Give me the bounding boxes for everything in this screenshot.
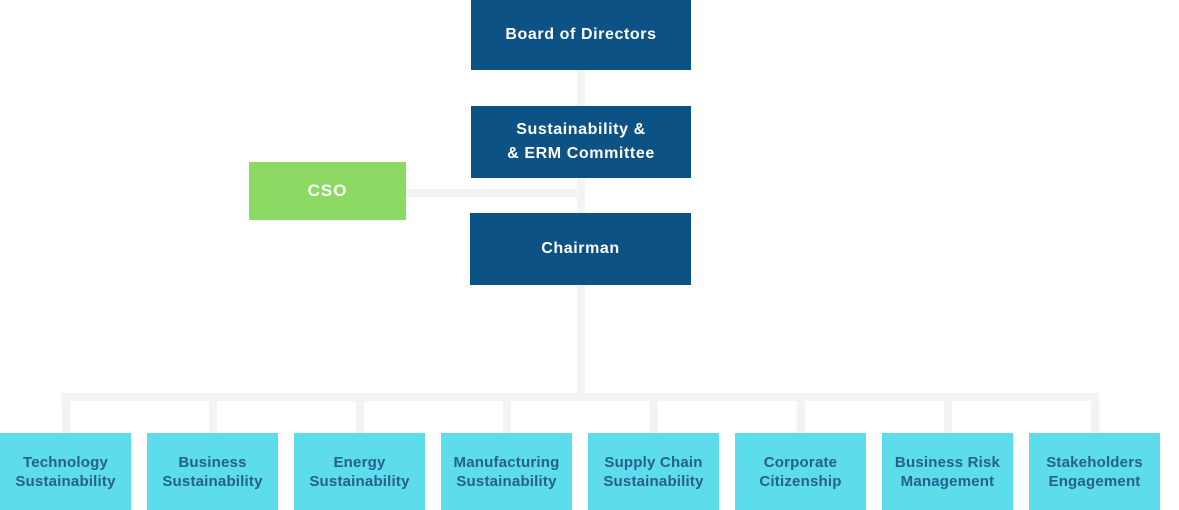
node-technology-sustainability: Technology Sustainability [0, 433, 131, 510]
connector-chairman-trunk [577, 285, 585, 393]
node-corporate-citizenship: Corporate Citizenship [735, 433, 866, 510]
connector-cso-trunk [406, 189, 581, 197]
node-business-risk-management: Business Risk Management [882, 433, 1013, 510]
node-cso: CSO [249, 162, 406, 220]
node-stakeholders-engagement: Stakeholders Engagement [1029, 433, 1160, 510]
connector-committee-chairman [577, 178, 585, 213]
connector-stub-technology-sustainability [62, 401, 70, 433]
node-manufacturing-sustainability: Manufacturing Sustainability [441, 433, 572, 510]
connector-board-committee [577, 70, 585, 106]
connector-stub-business-sustainability [209, 401, 217, 433]
node-supply-chain-sustainability: Supply Chain Sustainability [588, 433, 719, 510]
node-sustainability-erm-committee: Sustainability & & ERM Committee [471, 106, 691, 178]
node-chairman: Chairman [470, 213, 691, 285]
connector-distribution-line [61, 393, 1099, 401]
node-board-of-directors: Board of Directors [471, 0, 691, 70]
connector-stub-business-risk-management [944, 401, 952, 433]
connector-stub-corporate-citizenship [797, 401, 805, 433]
connector-stub-stakeholders-engagement [1091, 401, 1099, 433]
node-business-sustainability: Business Sustainability [147, 433, 278, 510]
node-energy-sustainability: Energy Sustainability [294, 433, 425, 510]
connector-stub-energy-sustainability [356, 401, 364, 433]
connector-stub-supply-chain-sustainability [650, 401, 658, 433]
connector-stub-manufacturing-sustainability [503, 401, 511, 433]
